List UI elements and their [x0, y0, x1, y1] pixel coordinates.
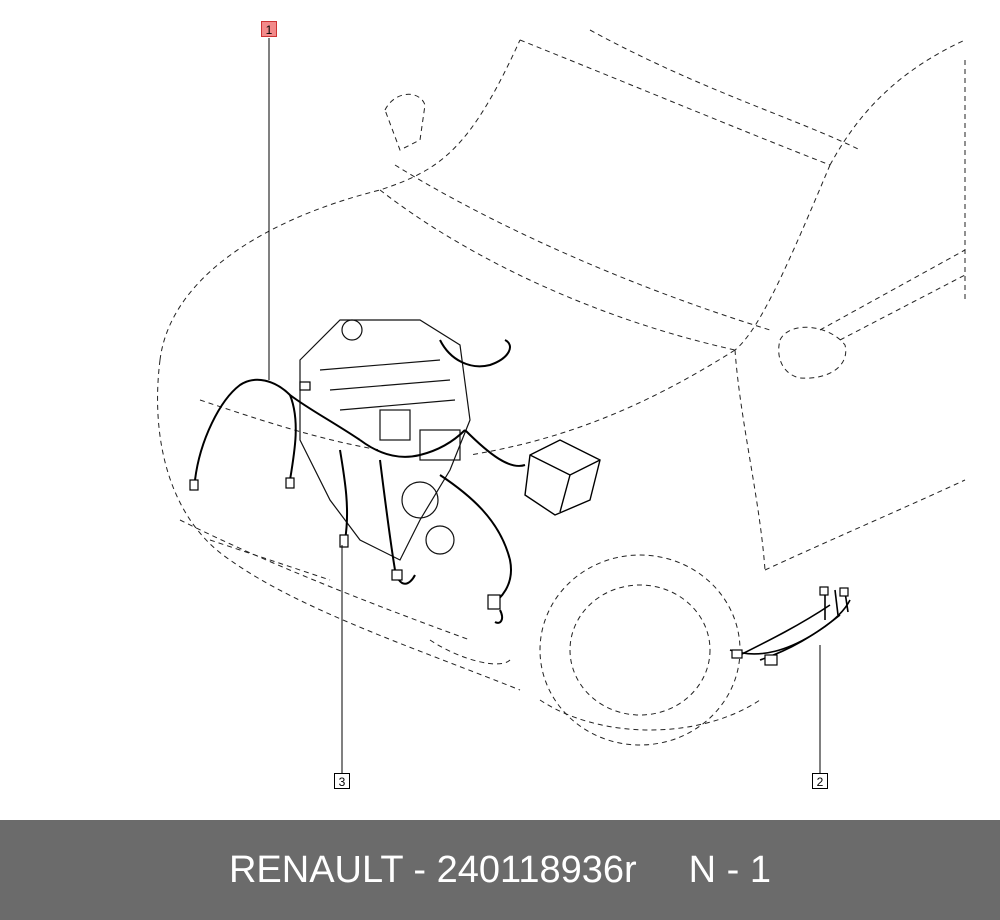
- quantity-text: N - 1: [688, 848, 772, 891]
- callout-2: 2: [812, 773, 828, 789]
- footer-bar: RENAULT - 240118936r N - 1: [0, 820, 1000, 920]
- callout-3: 3: [334, 773, 350, 789]
- body-harness-connectors: [731, 586, 849, 666]
- leader-lines: [268, 38, 821, 773]
- engine-wiring-harness: [194, 339, 526, 624]
- wiring-harness-diagram: [157, 29, 966, 773]
- fuse-box: [524, 439, 601, 516]
- engine-block: [299, 319, 471, 561]
- callout-1: 1: [261, 21, 277, 37]
- connectors: [189, 381, 501, 610]
- body-wiring-harness: [729, 589, 851, 661]
- car-body-outline: [157, 29, 966, 746]
- part-number-text: RENAULT - 240118936r: [228, 848, 637, 891]
